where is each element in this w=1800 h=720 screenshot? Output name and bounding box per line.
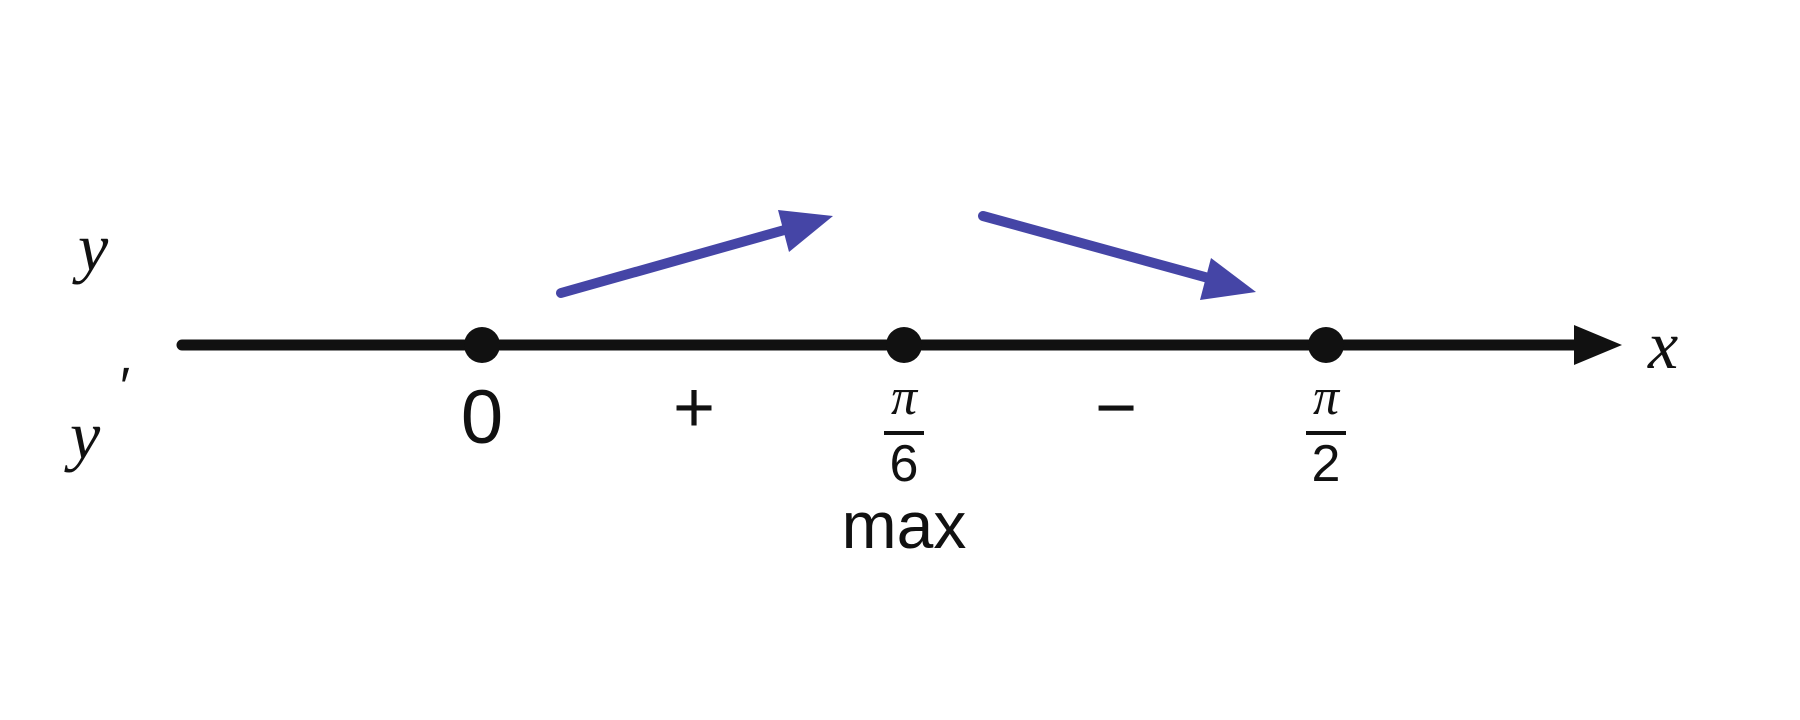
axis-arrowhead xyxy=(1574,325,1622,365)
sign-positive: + xyxy=(673,368,715,448)
prime-mark: ′ xyxy=(120,357,130,417)
critical-point-pi-over-2 xyxy=(1308,327,1344,363)
axis-variable-label: x xyxy=(1647,307,1678,383)
point-label-pi-over-2-denominator: 2 xyxy=(1312,435,1341,493)
function-row-label: y xyxy=(72,209,109,285)
sign-negative: − xyxy=(1095,368,1137,448)
point-label-pi-over-6-denominator: 6 xyxy=(890,435,919,493)
increasing-arrow xyxy=(556,210,833,298)
max-label: max xyxy=(842,488,967,562)
critical-point-pi-over-6 xyxy=(886,327,922,363)
critical-point-0 xyxy=(464,327,500,363)
point-label-pi-over-6-numerator: π xyxy=(891,369,919,426)
point-label-pi-over-2-numerator: π xyxy=(1313,369,1341,426)
derivative-row-label: y xyxy=(64,397,101,473)
decreasing-arrow xyxy=(978,211,1256,300)
point-label-zero: 0 xyxy=(461,375,503,460)
